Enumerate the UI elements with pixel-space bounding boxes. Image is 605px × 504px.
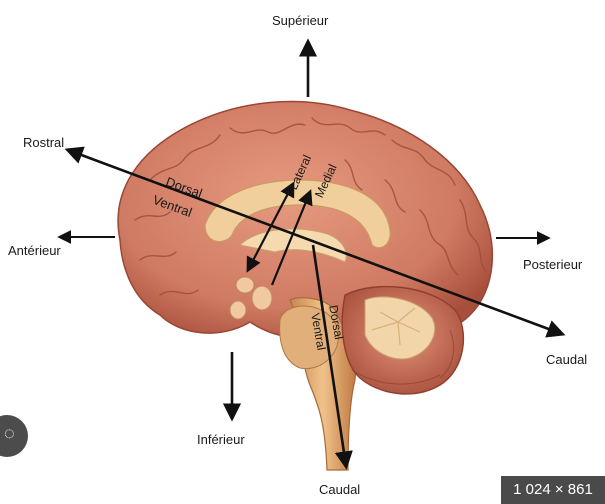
- label-caudal-right: Caudal: [546, 352, 587, 367]
- label-superieur: Supérieur: [272, 13, 328, 28]
- label-inferieur: Inférieur: [197, 432, 245, 447]
- label-rostral: Rostral: [23, 135, 64, 150]
- cerebellum: [342, 287, 463, 394]
- image-size-badge: 1 024 × 861: [501, 476, 605, 504]
- label-caudal-bottom: Caudal: [319, 482, 360, 497]
- lens-icon: ◌: [4, 423, 15, 444]
- label-posterieur: Posterieur: [523, 257, 582, 272]
- label-anterieur: Antérieur: [8, 243, 61, 258]
